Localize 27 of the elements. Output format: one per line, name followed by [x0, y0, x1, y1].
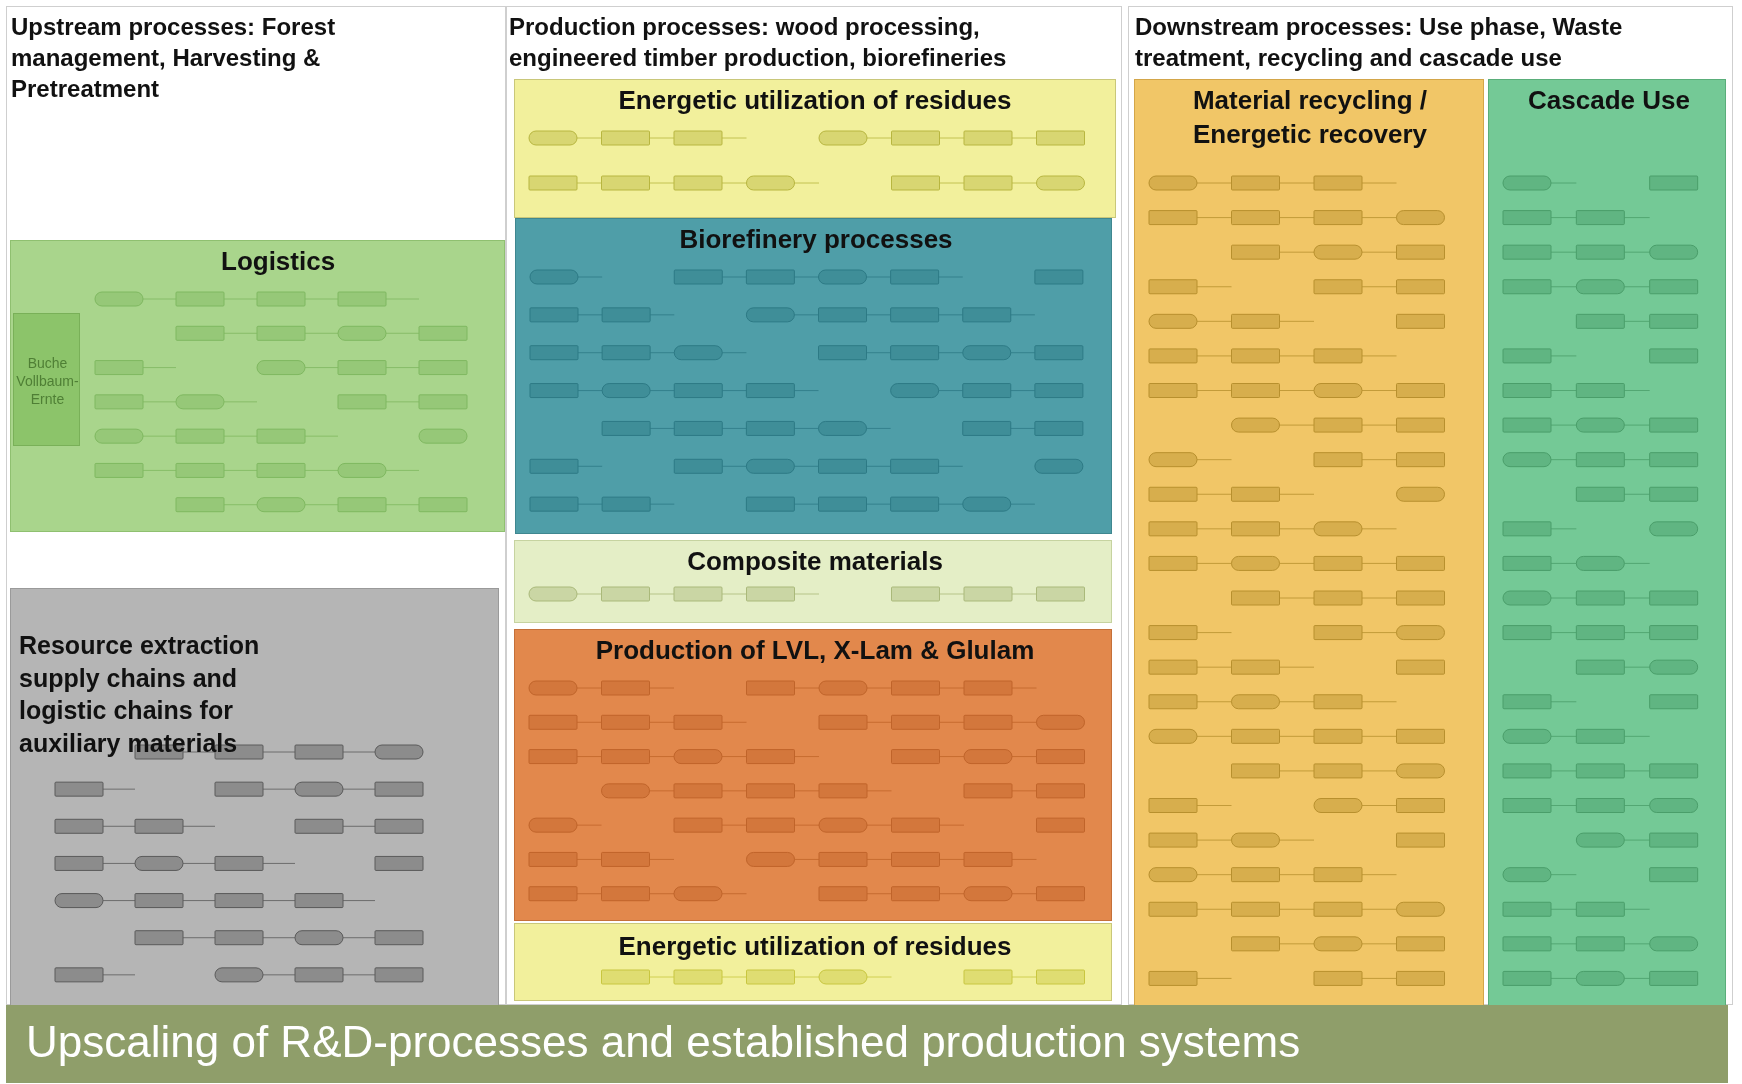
region-heading: Logistics: [221, 245, 337, 278]
process-label: Buche Vollbaum-Ernte: [15, 354, 80, 409]
column-panel: [1128, 6, 1733, 1005]
region-heading: Cascade Use: [1527, 84, 1691, 117]
process-region: [515, 218, 1112, 534]
process-region: [514, 79, 1116, 218]
region-heading: Material recycling / Energetic recovery: [1191, 84, 1429, 151]
region-heading: Composite materials: [686, 545, 944, 578]
region-heading: Production of LVL, X-Lam & Glulam: [594, 634, 1036, 667]
process-region: [1488, 79, 1726, 1006]
process-region: [514, 629, 1112, 921]
process-region: [514, 540, 1112, 623]
process-region: [10, 240, 505, 532]
region-heading: Resource extraction supply chains and logistic chains for auxiliary materials: [19, 630, 261, 759]
column-heading: Production processes: wood processing, engineered timber production, biorefineries: [509, 12, 1008, 74]
process-region: [1134, 79, 1484, 1006]
column-heading: Downstream processes: Use phase, Waste treatment, recycling and cascade use: [1135, 12, 1624, 74]
process-region: [10, 588, 499, 1006]
process-region: [13, 313, 80, 446]
column-panel: [506, 6, 1122, 1005]
caption-band: Upscaling of R&D-processes and established production systems: [6, 1005, 1728, 1083]
region-heading: Energetic utilization of residues: [617, 930, 1013, 963]
region-heading: Biorefinery processes: [678, 223, 954, 256]
process-region: [514, 923, 1112, 1001]
region-heading: Energetic utilization of residues: [617, 84, 1013, 117]
column-panel: [6, 6, 506, 1005]
column-heading: Upstream processes: Forest management, Harvesting & Pretreatment: [11, 12, 337, 105]
